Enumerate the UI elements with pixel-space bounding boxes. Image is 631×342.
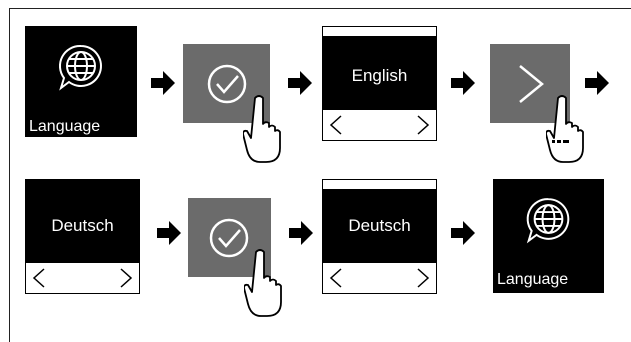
- language-tile: Language: [493, 179, 604, 293]
- globe-speech-icon: [59, 44, 102, 91]
- screen-top-bar: [323, 27, 436, 37]
- hand-pointer-icon: [243, 95, 281, 163]
- arrow-right-icon: [289, 221, 313, 245]
- arrow-right-icon: [451, 71, 475, 95]
- english-screen: English: [322, 26, 437, 141]
- chevron-right-icon: [519, 65, 544, 103]
- globe-speech-icon: [526, 198, 570, 244]
- check-circle-icon: [207, 64, 247, 104]
- screen-nav-bar: [323, 109, 436, 140]
- arrow-right-icon: [451, 221, 475, 245]
- chevron-left-icon[interactable]: [329, 268, 342, 288]
- deutsch-screen-label-2: Deutsch: [348, 216, 411, 235]
- screen-nav-bar: [26, 262, 139, 293]
- deutsch-screen-1: Deutsch: [25, 179, 140, 294]
- english-screen-label: English: [351, 66, 408, 85]
- chevron-left-icon[interactable]: [32, 268, 45, 288]
- arrow-right-icon: [157, 221, 181, 245]
- chevron-right-icon[interactable]: [417, 115, 430, 135]
- frame-top-line: [9, 8, 631, 9]
- chevron-left-icon[interactable]: [329, 115, 342, 135]
- hand-pointer-icon: [546, 95, 584, 163]
- language-tile: Language: [25, 26, 137, 137]
- arrow-right-icon: [151, 71, 175, 95]
- screen-top-bar: [323, 180, 436, 190]
- chevron-right-icon[interactable]: [120, 268, 133, 288]
- hand-pointer-icon: [244, 249, 282, 317]
- screen-nav-bar: [323, 262, 436, 293]
- language-tile-label: Language: [497, 271, 569, 288]
- arrow-right-icon: [288, 71, 312, 95]
- language-tile-label: Language: [29, 118, 101, 135]
- check-circle-icon: [209, 218, 249, 258]
- chevron-right-icon[interactable]: [417, 268, 430, 288]
- frame-left-line: [9, 8, 10, 342]
- arrow-right-icon: [585, 71, 609, 95]
- deutsch-screen-label-1: Deutsch: [51, 216, 114, 235]
- deutsch-screen-2: Deutsch: [322, 179, 437, 294]
